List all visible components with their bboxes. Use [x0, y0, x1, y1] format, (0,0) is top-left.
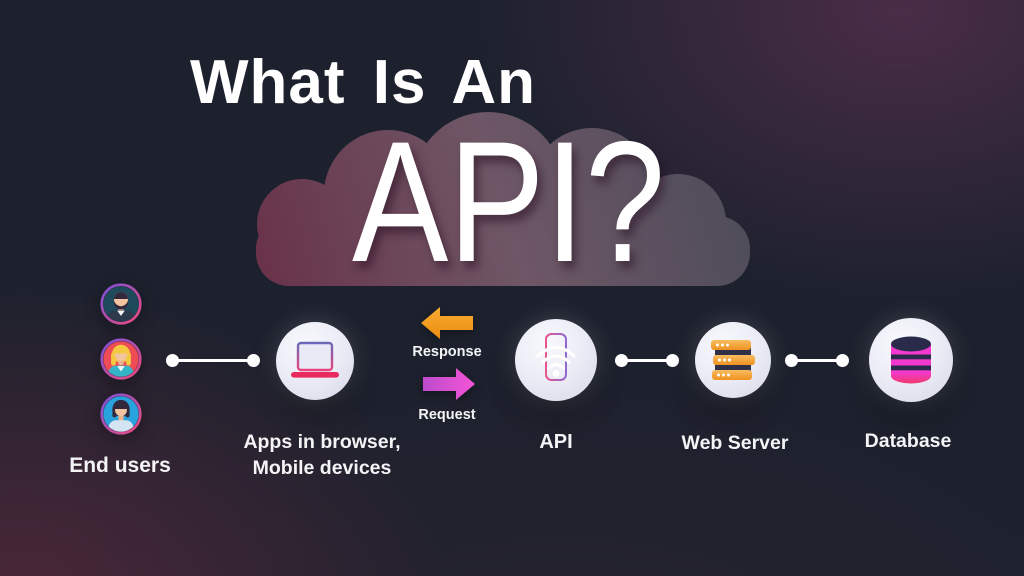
connector-dot [615, 354, 628, 367]
connector-dot [247, 354, 260, 367]
laptop-icon [291, 341, 339, 378]
cloud-shape [256, 112, 750, 286]
web-server-node-circle [695, 322, 771, 398]
connector-dot [836, 354, 849, 367]
female-user-avatar-blonde-icon [100, 338, 142, 380]
response-label: Response [412, 344, 482, 360]
apps-label: Apps in browser, Mobile devices [222, 429, 422, 481]
title-line-2: API? [352, 106, 666, 298]
connector-dot [166, 354, 179, 367]
male-user-avatar-icon [100, 283, 142, 325]
connector-users-apps [166, 354, 260, 367]
end-users-avatars [100, 283, 142, 435]
apps-label-line2: Mobile devices [252, 457, 392, 479]
database-label: Database [864, 430, 952, 452]
database-icon [891, 336, 931, 384]
connector-server-database [785, 354, 849, 367]
database-node-circle [869, 318, 953, 402]
api-label: API [539, 431, 573, 453]
apps-label-line1: Apps in browser, [243, 431, 401, 453]
title-line-1: What Is An [190, 48, 537, 117]
request-arrow-icon [423, 368, 475, 400]
request-label: Request [418, 407, 476, 423]
apps-node-circle [276, 322, 354, 400]
connector-line [626, 359, 668, 362]
connector-line [177, 359, 249, 362]
connector-dot [785, 354, 798, 367]
connector-dot [666, 354, 679, 367]
response-arrow-icon [421, 307, 473, 339]
api-node-circle [515, 319, 597, 401]
web-server-label: Web Server [681, 432, 789, 454]
end-users-label: End users [69, 454, 171, 477]
connector-line [796, 359, 838, 362]
female-user-avatar-bob-icon [100, 393, 142, 435]
server-icon [711, 340, 755, 380]
api-phone-icon [536, 333, 576, 381]
connector-api-server [615, 354, 679, 367]
